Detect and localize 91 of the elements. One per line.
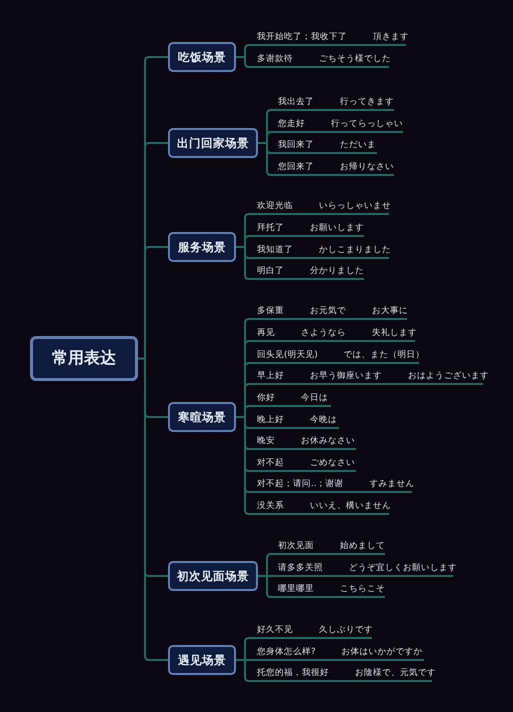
category-box: 遇见场景 <box>168 645 236 675</box>
phrase-text: 回头见(明天见) <box>257 349 318 361</box>
phrase-text: 您走好 <box>278 118 305 130</box>
phrase-text: お元気で <box>310 305 346 317</box>
phrase-row <box>269 117 403 133</box>
phrase-row <box>248 477 412 493</box>
category-box: 服务场景 <box>168 232 236 262</box>
phrase-text: 始めまして <box>340 540 385 552</box>
phrase-text: 托您的福，我很好 <box>257 667 329 679</box>
phrase-row <box>269 160 394 176</box>
phrase-text: お願いします <box>310 222 364 234</box>
phrase-text: 好久不见 <box>257 624 293 636</box>
phrase-text: 我知道了 <box>257 244 293 256</box>
phrase-text: 久しぶりです <box>319 624 373 636</box>
phrase-row <box>248 30 406 46</box>
phrase-text: 多保重 <box>257 305 284 317</box>
phrase-text: どうぞ宜しくお願いします <box>349 562 457 574</box>
connector-line <box>236 246 250 280</box>
phrase-text: 失礼します <box>372 327 417 339</box>
phrase-text: おはようございます <box>408 370 489 382</box>
category-box: 吃饭场景 <box>168 42 236 72</box>
phrase-row <box>248 413 339 429</box>
connector-line <box>138 358 168 661</box>
root-box: 常用表达 <box>30 336 138 381</box>
phrase-text: さようなら <box>301 327 346 339</box>
phrase-row <box>248 304 407 320</box>
phrase-text: 拜托了 <box>257 222 284 234</box>
phrase-row <box>248 434 356 450</box>
phrase-row <box>248 243 389 259</box>
phrase-row <box>248 645 424 661</box>
connector-line <box>236 56 250 68</box>
phrase-row <box>248 499 389 515</box>
phrase-row <box>248 52 389 68</box>
phrase-row <box>248 221 364 237</box>
phrase-text: お早う御座います <box>310 370 382 382</box>
phrase-row <box>269 95 394 111</box>
phrase-text: 分かりました <box>310 265 364 277</box>
category-box: 出门回家场景 <box>168 128 258 158</box>
phrase-text: 我出去了 <box>278 96 314 108</box>
phrase-text: 多谢款待 <box>257 53 293 65</box>
phrase-text: 欢迎光临 <box>257 200 293 212</box>
phrase-text: お陰様で、元気です <box>355 667 436 679</box>
phrase-text: いらっしゃいませ <box>319 200 391 212</box>
phrase-text: 今日は <box>301 392 328 404</box>
phrase-row <box>269 539 385 555</box>
phrase-text: 没关系 <box>257 500 284 512</box>
phrase-text: 行ってらっしゃい <box>331 118 403 130</box>
phrase-text: 頂きます <box>373 31 409 43</box>
category-box: 寒暄场景 <box>168 402 236 432</box>
phrase-text: お帰りなさい <box>340 161 394 173</box>
connector-line <box>236 659 250 682</box>
phrase-text: 行ってきます <box>340 96 394 108</box>
phrase-row <box>269 138 377 154</box>
phrase-text: 早上好 <box>257 370 284 382</box>
connector-line <box>258 575 272 598</box>
phrase-text: いいえ、構いません <box>310 500 391 512</box>
phrase-text: 你好 <box>257 392 275 404</box>
phrase-text: 明白了 <box>257 265 284 277</box>
connector-line <box>258 142 272 176</box>
phrase-text: ただいま <box>340 139 376 151</box>
phrase-text: お休みなさい <box>301 435 355 447</box>
phrase-text: 再见 <box>257 327 275 339</box>
phrase-row <box>248 348 419 364</box>
phrase-text: すみません <box>369 478 414 490</box>
phrase-text: 今晩は <box>310 414 337 426</box>
phrase-row <box>248 456 356 472</box>
phrase-text: 我开始吃了；我收下了 <box>257 31 347 43</box>
phrase-text: 我回来了 <box>278 139 314 151</box>
phrase-text: 晚安 <box>257 435 275 447</box>
phrase-row <box>248 199 389 215</box>
phrase-text: 对不起 <box>257 457 284 469</box>
phrase-text: お大事に <box>372 305 408 317</box>
phrase-text: 您回来了 <box>278 161 314 173</box>
phrase-text: こちらこそ <box>340 583 385 595</box>
phrase-text: お体はいかがですか <box>342 646 423 658</box>
phrase-text: ごちそう様でした <box>319 53 391 65</box>
phrase-text: 对不起；请问..；谢谢 <box>257 478 344 490</box>
phrase-text: では、また（明日） <box>344 349 425 361</box>
phrase-text: 请多多关照 <box>278 562 323 574</box>
category-box: 初次见面场景 <box>168 561 258 591</box>
phrase-row <box>248 264 364 280</box>
phrase-text: ごめなさい <box>310 457 355 469</box>
phrase-text: 您身体怎么样? <box>257 646 316 658</box>
phrase-row <box>248 326 415 342</box>
phrase-row <box>248 391 331 407</box>
phrase-text: 哪里哪里 <box>278 583 314 595</box>
phrase-row <box>248 623 372 639</box>
phrase-text: かしこまりました <box>319 244 391 256</box>
phrase-text: 晚上好 <box>257 414 284 426</box>
phrase-text: 初次见面 <box>278 540 314 552</box>
phrase-row <box>269 582 385 598</box>
